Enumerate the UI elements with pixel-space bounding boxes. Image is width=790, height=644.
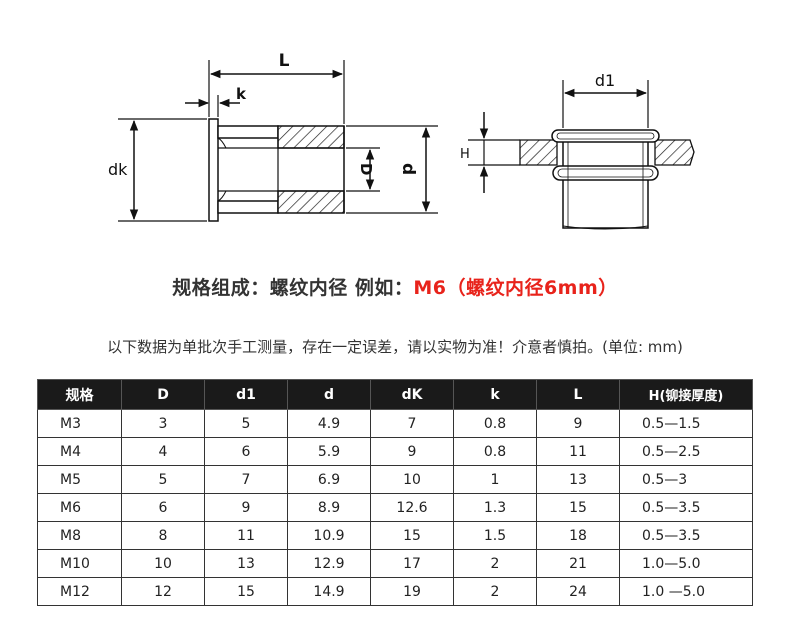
- table-cell: 12.9: [287, 549, 371, 578]
- label-D: D: [357, 163, 375, 175]
- table-cell: 0.5—3: [619, 465, 753, 494]
- table-cell: 7: [370, 409, 454, 438]
- table-cell: 10.9: [287, 521, 371, 550]
- table-cell: 0.5—2.5: [619, 437, 753, 466]
- table-cell: 5: [204, 409, 288, 438]
- table-cell: 9: [536, 409, 620, 438]
- table-cell: 1: [453, 465, 537, 494]
- table-cell: 3: [121, 409, 205, 438]
- table-cell: 4: [121, 437, 205, 466]
- table-cell: M3: [37, 409, 122, 438]
- spec-title-main: 规格组成：螺纹内径 例如：: [172, 277, 414, 299]
- column-header: d: [287, 379, 371, 410]
- column-header: 规格: [37, 379, 122, 410]
- label-d: d: [398, 163, 418, 175]
- table-cell: M10: [37, 549, 122, 578]
- rivet-nut-diagram: L k dk D d: [108, 51, 695, 230]
- column-header: d1: [204, 379, 288, 410]
- table-cell: 8: [121, 521, 205, 550]
- table-cell: 6.9: [287, 465, 371, 494]
- table-cell: 0.5—3.5: [619, 521, 753, 550]
- table-cell: 8.9: [287, 493, 371, 522]
- table-cell: 18: [536, 521, 620, 550]
- table-cell: 15: [370, 521, 454, 550]
- table-cell: 6: [121, 493, 205, 522]
- column-header: k: [453, 379, 537, 410]
- table-cell: 15: [204, 577, 288, 606]
- table-cell: 5: [121, 465, 205, 494]
- column-header: H(铆接厚度): [619, 379, 753, 410]
- table-cell: 6: [204, 437, 288, 466]
- table-cell: 2: [453, 577, 537, 606]
- label-H: H: [460, 147, 470, 162]
- table-cell: 19: [370, 577, 454, 606]
- side-section-view: L k dk D d: [108, 51, 438, 222]
- installed-view: d1 H: [460, 71, 695, 230]
- table-cell: 12.6: [370, 493, 454, 522]
- table-cell: 0.5—1.5: [619, 409, 753, 438]
- measurement-note: 以下数据为单批次手工测量，存在一定误差，请以实物为准！介意者慎拍。(单位: mm…: [107, 338, 683, 356]
- label-d1: d1: [595, 71, 615, 90]
- table-cell: 10: [121, 549, 205, 578]
- column-header: D: [121, 379, 205, 410]
- table-cell: 10: [370, 465, 454, 494]
- label-dk: dk: [108, 160, 128, 179]
- table-cell: 13: [204, 549, 288, 578]
- table-cell: 15: [536, 493, 620, 522]
- table-cell: 14.9: [287, 577, 371, 606]
- column-header: dK: [370, 379, 454, 410]
- table-cell: M5: [37, 465, 122, 494]
- table-cell: 9: [370, 437, 454, 466]
- table-cell: M4: [37, 437, 122, 466]
- spec-title: 规格组成：螺纹内径 例如：M6（螺纹内径6mm）: [0, 273, 790, 300]
- table-cell: M6: [37, 493, 122, 522]
- table-cell: 0.5—3.5: [619, 493, 753, 522]
- table-cell: 1.0—5.0: [619, 549, 753, 578]
- table-cell: 13: [536, 465, 620, 494]
- table-cell: 11: [536, 437, 620, 466]
- spec-title-example: M6（螺纹内径6mm）: [413, 277, 618, 299]
- table-cell: 1.0 —5.0: [619, 577, 753, 606]
- table-cell: 7: [204, 465, 288, 494]
- column-header: L: [536, 379, 620, 410]
- table-cell: 2: [453, 549, 537, 578]
- table-cell: 12: [121, 577, 205, 606]
- table-cell: M8: [37, 521, 122, 550]
- table-cell: 24: [536, 577, 620, 606]
- table-cell: 21: [536, 549, 620, 578]
- table-cell: 11: [204, 521, 288, 550]
- table-cell: 4.9: [287, 409, 371, 438]
- table-cell: 17: [370, 549, 454, 578]
- label-k: k: [236, 85, 247, 103]
- table-cell: 0.8: [453, 409, 537, 438]
- table-cell: 9: [204, 493, 288, 522]
- table-cell: 5.9: [287, 437, 371, 466]
- table-cell: 1.3: [453, 493, 537, 522]
- label-L: L: [279, 51, 290, 71]
- table-cell: 1.5: [453, 521, 537, 550]
- table-cell: M12: [37, 577, 122, 606]
- table-cell: 0.8: [453, 437, 537, 466]
